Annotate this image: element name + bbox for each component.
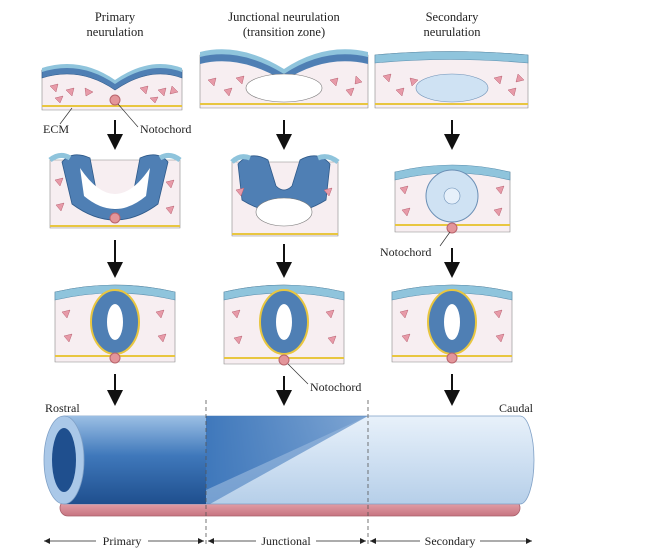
notochord-leader-secondary (439, 231, 451, 247)
junctional-stage1-neural-plate (199, 49, 369, 109)
header-primary-line2: neurulation (87, 25, 145, 39)
mesenchyme-cells (49, 83, 179, 104)
primary-stage3-neural-tube (54, 284, 176, 364)
notochord-label-junctional: Notochord (310, 380, 361, 394)
column-header-junctional: Junctional neurulation (transition zone) (228, 10, 340, 39)
zone-label-junctional: Junctional (261, 534, 311, 548)
column-header-secondary: Secondary neurulation (424, 10, 482, 39)
column-header-primary: Primary neurulation (87, 10, 145, 39)
zone-arrow-primary: Primary (44, 534, 204, 548)
zone-label-primary: Primary (103, 534, 142, 548)
header-junctional-line2: (transition zone) (243, 25, 325, 39)
secondary-stage3-neural-tube (391, 284, 513, 364)
primary-stage1-neural-plate (41, 64, 183, 111)
secondary-stage1-mesenchyme (374, 51, 529, 109)
zone-arrow-junctional: Junctional (208, 534, 366, 548)
junctional-stage2-folds (230, 154, 340, 237)
neural-tube-longitudinal (43, 415, 535, 505)
notochord-leader-primary (117, 103, 139, 128)
junctional-stage3-neural-tube (223, 284, 345, 366)
header-secondary-line1: Secondary (426, 10, 480, 24)
ecm-label: ECM (43, 122, 69, 136)
caudal-label: Caudal (499, 401, 534, 415)
secondary-stage2-medullary-cord (394, 164, 511, 234)
notochord-label-secondary: Notochord (380, 245, 431, 259)
header-junctional-line1: Junctional neurulation (228, 10, 340, 24)
header-secondary-line2: neurulation (424, 25, 482, 39)
notochord-label-primary: Notochord (140, 122, 191, 136)
zone-label-secondary: Secondary (425, 534, 476, 548)
zone-arrow-secondary: Secondary (370, 534, 532, 548)
ecm-leader (59, 107, 73, 125)
primary-stage2-neural-folds (48, 152, 182, 229)
header-primary-line1: Primary (95, 10, 136, 24)
notochord-leader-junctional (287, 363, 309, 385)
rostral-label: Rostral (45, 401, 80, 415)
